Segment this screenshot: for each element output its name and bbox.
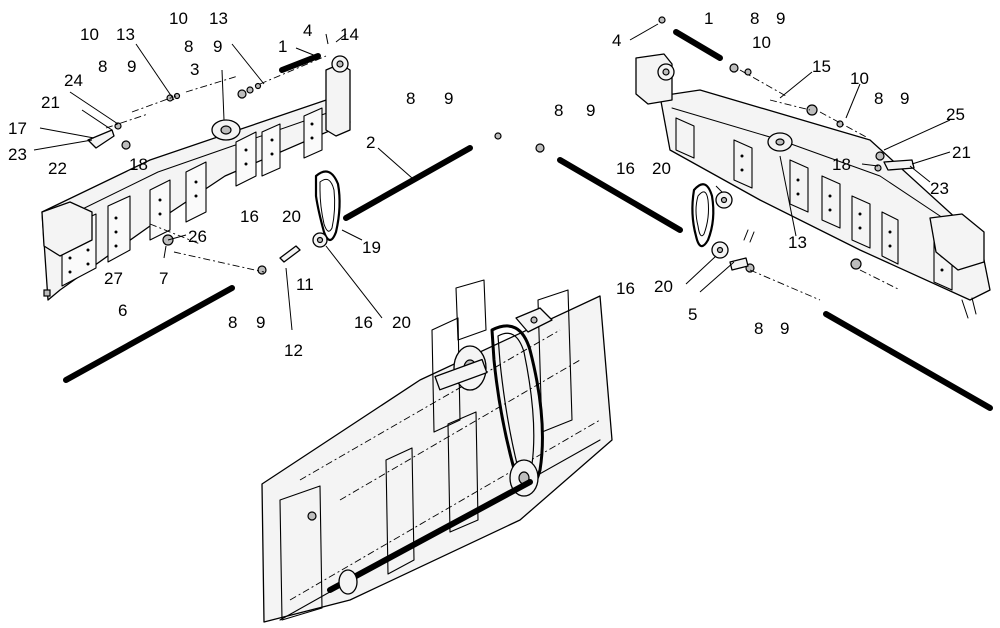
callout-16: 16 — [616, 279, 635, 298]
callout-23: 23 — [930, 179, 949, 198]
callout-5: 5 — [688, 305, 697, 324]
callout-16: 16 — [616, 159, 635, 178]
center-drive-assembly — [261, 279, 613, 623]
callout-13: 13 — [209, 9, 228, 28]
callout-4: 4 — [612, 31, 621, 50]
callout-8: 8 — [750, 9, 759, 28]
callout-6: 6 — [118, 301, 127, 320]
callout-8: 8 — [874, 89, 883, 108]
center-hardware — [494, 132, 545, 153]
callout-9: 9 — [444, 89, 453, 108]
callout-10: 10 — [169, 9, 188, 28]
callout-15: 15 — [812, 57, 831, 76]
callout-16: 16 — [240, 207, 259, 226]
shafts — [63, 29, 993, 411]
callout-23: 23 — [8, 145, 27, 164]
callout-9: 9 — [213, 37, 222, 56]
callout-8: 8 — [228, 313, 237, 332]
callout-24: 24 — [64, 71, 83, 90]
callout-11: 11 — [296, 275, 314, 294]
callouts: 10 13 10 13 4 14 8 9 1 8 9 3 24 21 17 23… — [8, 9, 971, 360]
callout-9: 9 — [127, 57, 136, 76]
leader-lines — [33, 23, 951, 331]
callout-8: 8 — [754, 319, 763, 338]
callout-4: 4 — [303, 21, 312, 40]
callout-8: 8 — [406, 89, 415, 108]
callout-9: 9 — [900, 89, 909, 108]
left-belt-sprocket — [312, 170, 341, 248]
callout-14: 14 — [340, 25, 359, 44]
callout-16: 16 — [354, 313, 373, 332]
callout-22: 22 — [48, 159, 67, 178]
callout-8: 8 — [98, 57, 107, 76]
callout-13: 13 — [116, 25, 135, 44]
callout-2: 2 — [366, 133, 375, 152]
callout-13: 13 — [788, 233, 807, 252]
callout-21: 21 — [952, 143, 971, 162]
callout-9: 9 — [586, 101, 595, 120]
callout-27: 27 — [104, 269, 123, 288]
callout-9: 9 — [256, 313, 265, 332]
callout-17: 17 — [8, 119, 27, 138]
callout-8: 8 — [184, 37, 193, 56]
right-shaft-assembly — [635, 16, 991, 319]
callout-20: 20 — [392, 313, 411, 332]
callout-20: 20 — [654, 277, 673, 296]
left-shaft-assembly — [41, 53, 351, 301]
callout-12: 12 — [284, 341, 303, 360]
callout-10: 10 — [752, 33, 771, 52]
callout-18: 18 — [129, 155, 148, 174]
callout-1: 1 — [704, 9, 713, 28]
callout-21: 21 — [41, 93, 60, 112]
callout-25: 25 — [946, 105, 965, 124]
callout-8: 8 — [554, 101, 563, 120]
callout-20: 20 — [282, 207, 301, 226]
callout-19: 19 — [362, 238, 381, 257]
callout-20: 20 — [652, 159, 671, 178]
callout-10: 10 — [80, 25, 99, 44]
callout-9: 9 — [776, 9, 785, 28]
callout-1: 1 — [278, 37, 287, 56]
callout-10: 10 — [850, 69, 869, 88]
callout-18: 18 — [832, 155, 851, 174]
callout-9: 9 — [780, 319, 789, 338]
callout-7: 7 — [159, 269, 168, 288]
callout-26: 26 — [188, 227, 207, 246]
right-belt-sprocket — [691, 183, 755, 273]
callout-3: 3 — [190, 60, 199, 79]
